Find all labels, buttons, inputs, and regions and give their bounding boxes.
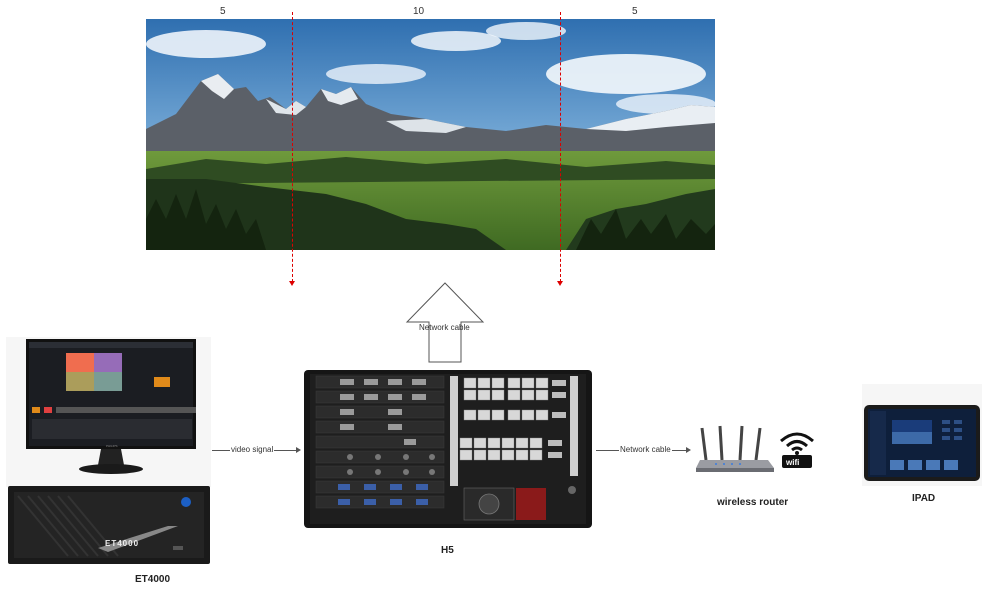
- et4000-title: ET4000: [135, 574, 171, 585]
- led-screen-image: [146, 19, 715, 250]
- chassis-icon: [304, 370, 592, 528]
- divider-line-right: [560, 12, 561, 282]
- video-signal-label: video signal: [230, 445, 275, 454]
- ipad-title: IPAD: [912, 493, 936, 504]
- network-cable-up-label: Network cable: [419, 323, 470, 332]
- wifi-graphic: [780, 432, 814, 468]
- ipad-device: [862, 384, 982, 486]
- network-cable-right-label: Network cable: [619, 445, 672, 454]
- router-title: wireless router: [717, 497, 789, 508]
- et4000-badge: ET4000: [105, 539, 140, 548]
- h5-processor: [304, 370, 592, 528]
- wifi-icon: [779, 429, 815, 469]
- divider-arrow-left: [289, 281, 295, 286]
- router-graphic: [696, 425, 774, 472]
- server-icon: [8, 486, 210, 564]
- width-label-right: 5: [632, 6, 638, 17]
- divider-line-left: [292, 12, 293, 282]
- et4000-workstation: PHILIPS: [6, 337, 211, 487]
- up-arrow: [405, 282, 485, 363]
- svg-text:PHILIPS: PHILIPS: [106, 444, 118, 448]
- ipad-graphic: [862, 384, 982, 486]
- network-cable-arrowhead: [686, 447, 691, 453]
- divider-arrow-right: [557, 281, 563, 286]
- width-label-center: 10: [413, 6, 425, 17]
- router-icon: [696, 424, 776, 474]
- width-label-left: 5: [220, 6, 226, 17]
- mountain-landscape: [146, 19, 715, 250]
- wifi-text: wifi: [786, 458, 800, 467]
- video-signal-arrowhead: [296, 447, 301, 453]
- et4000-server: [8, 486, 210, 564]
- monitor-icon: PHILIPS: [6, 337, 211, 487]
- h5-title: H5: [441, 545, 454, 556]
